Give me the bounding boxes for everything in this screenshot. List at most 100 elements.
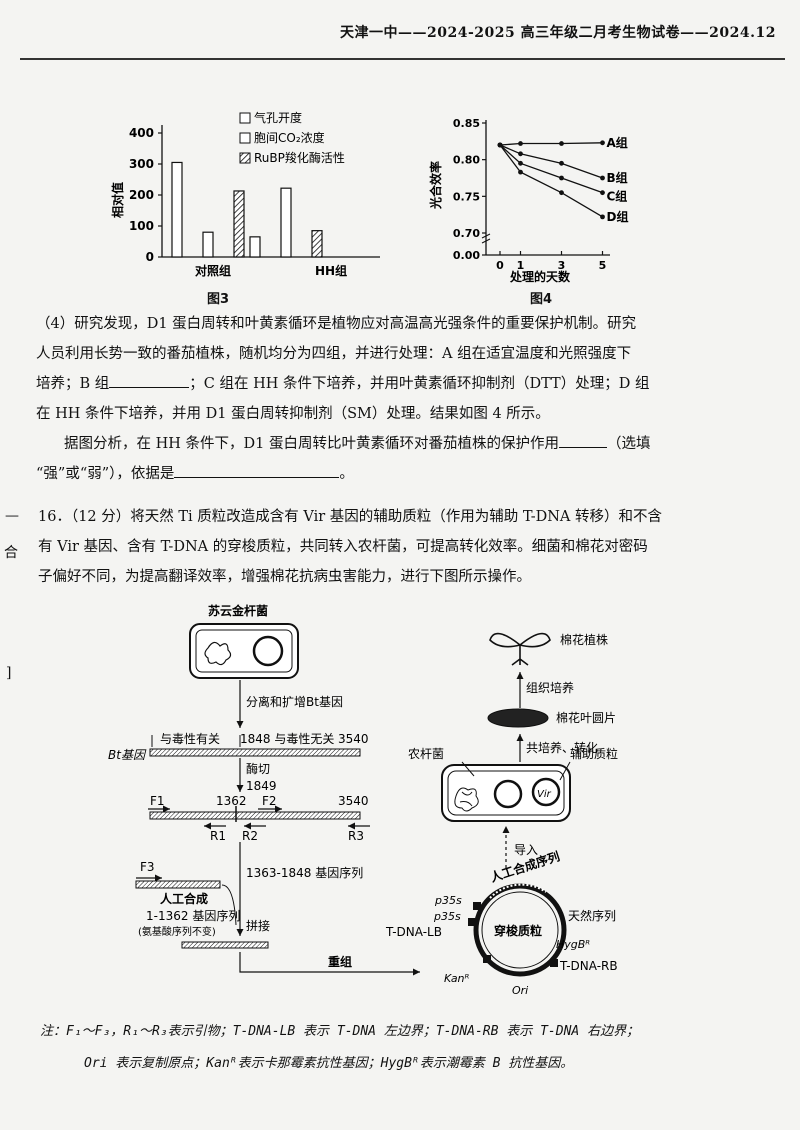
q16-line1: 16．（12 分）将天然 Ti 质粒改造成含有 Vir 基因的辅助质粒（作用为辅… xyxy=(38,509,662,525)
fig3-bar-1-1 xyxy=(280,187,292,258)
n1362-label: 1362 xyxy=(216,794,247,808)
vir-label: Vir xyxy=(537,789,552,800)
fig4-point-2-2 xyxy=(559,175,564,181)
fig3-ytick-0: 0 xyxy=(146,250,154,264)
spliced-gene-bar xyxy=(181,941,269,949)
fig3-caption: 图3 xyxy=(207,292,230,307)
q16-line2: 有 Vir 基因、含有 T-DNA 的穿梭质粒，共同转入农杆菌，可提高转化效率。… xyxy=(38,539,648,555)
recombine-label: 重组 xyxy=(328,954,352,969)
fig4-series-label-1: B组 xyxy=(607,170,628,185)
fig3-xcat-0: 对照组 xyxy=(195,263,231,278)
plasmid-icon xyxy=(252,635,284,667)
hyg-label: HygBᴿ xyxy=(556,938,590,951)
fig4-point-2-1 xyxy=(518,160,523,166)
fig4-point-2-3 xyxy=(600,190,605,196)
fig4-series-2 xyxy=(499,144,603,194)
fig3-bar-0-1 xyxy=(202,231,214,258)
fig4-ytick-3: 0.80 xyxy=(453,154,480,167)
fig3-ylabel: 相对值 xyxy=(110,182,125,218)
primer-r1: R1 xyxy=(210,829,226,843)
artificial-label: 人工合成 xyxy=(160,891,208,906)
fig4-series-0 xyxy=(499,142,603,146)
fig4-point-3-2 xyxy=(559,190,564,196)
answer-blank-b[interactable] xyxy=(109,373,190,388)
seq-1363-label: 1363-1848 基因序列 xyxy=(246,865,363,880)
fig3-ytick-4: 400 xyxy=(129,126,154,140)
end-3540-label: 3540 xyxy=(338,732,369,746)
answer-blank-strength[interactable] xyxy=(558,433,607,448)
fig4-point-1-2 xyxy=(559,160,564,166)
tdna-lb-label: T-DNA-LB xyxy=(385,925,442,939)
fig4-series-label-3: D组 xyxy=(607,209,629,224)
leaf-disc-icon xyxy=(487,708,549,728)
enzyme-cut-label: 酶切 xyxy=(246,761,270,776)
fig4-point-3-3 xyxy=(600,214,605,220)
helper-label: 辅助质粒 xyxy=(570,746,618,761)
fig3-xcat-1: HH组 xyxy=(315,263,347,278)
leaf-disc-label: 棉花叶圆片 xyxy=(556,710,616,725)
header-divider xyxy=(20,58,785,60)
p35s-2-label: p35s xyxy=(433,910,461,923)
bacterium-label: 苏云金杆菌 xyxy=(208,603,268,618)
q4-line2: 人员利用长势一致的番茄植株，随机均分为四组，并进行处理：A 组在适宜温度和光照强… xyxy=(36,346,632,362)
fig3-legend-1: 胞间CO₂浓度 xyxy=(254,130,325,145)
fig4-point-1-1 xyxy=(518,151,523,157)
fig4-xtick-0: 0 xyxy=(496,259,504,272)
bt-gene-label: Bt基因 xyxy=(108,748,147,762)
fig4-point-0-3 xyxy=(600,140,605,146)
q16-line3: 子偏好不同，为提高翻译效率，增强棉花抗病虫害能力，进行下图所示操作。 xyxy=(38,569,531,585)
note-line1: 注：F₁～F₃，R₁～R₃表示引物；T-DNA-LB 表示 T-DNA 左边界；… xyxy=(40,1024,640,1039)
tissue-culture-label: 组织培养 xyxy=(526,680,574,695)
fig3-bar-1-2 xyxy=(311,230,323,258)
fig4-series-label-2: C组 xyxy=(607,189,628,204)
fig4-point-3-1 xyxy=(518,169,523,175)
fig4-point-0-1 xyxy=(518,141,523,146)
splice-label: 拼接 xyxy=(246,918,270,933)
fig4-ylabel: 光合效率 xyxy=(428,161,443,210)
synthetic-seq-bar xyxy=(135,880,221,889)
fig4-ytick-2: 0.75 xyxy=(453,190,480,203)
agro-label: 农杆菌 xyxy=(408,747,444,761)
q4-line4: 在 HH 条件下培养，并用 D1 蛋白周转抑制剂（SM）处理。结果如图 4 所示… xyxy=(36,406,550,422)
n3540b-label: 3540 xyxy=(338,794,369,808)
answer-blank-reason[interactable] xyxy=(174,463,340,478)
fig3-ytick-3: 300 xyxy=(129,157,154,171)
fig4-caption: 图4 xyxy=(530,292,553,307)
fig3-ytick-1: 100 xyxy=(129,219,154,233)
fig4-xtick-1: 1 xyxy=(517,259,525,272)
fig3-bar-chart: 相对值 0 100 200 300 400 对照组 HH组 气孔开度 胞间CO₂浓度 R… xyxy=(110,110,380,278)
margin-mark-3: ] xyxy=(6,665,12,681)
fig4-ytick-4: 0.85 xyxy=(453,117,480,130)
primer-r3: R3 xyxy=(348,829,364,843)
fig4-series-label-0: A组 xyxy=(607,135,628,150)
fig3-bar-0-0 xyxy=(171,161,183,258)
fig3-legend-2: RuBP羧化酶活性 xyxy=(254,150,345,165)
ori-label: Ori xyxy=(512,984,528,997)
virulence-label: 与毒性有关 xyxy=(160,732,220,746)
natural-seq-label: 天然序列 xyxy=(568,908,616,923)
cotton-plant-label: 棉花植株 xyxy=(560,632,608,647)
genetic-engineering-diagram: 苏云金杆菌 分离和扩增Bt基因 与毒性有关 1848 与毒性无关 3540 Bt… xyxy=(108,603,618,997)
fig3-legend-0: 气孔开度 xyxy=(254,110,302,125)
question-4: （4）研究发现，D1 蛋白周转和叶黄素循环是植物应对高温高光强条件的重要保护机制… xyxy=(36,309,736,489)
margin-mark-2: 合 xyxy=(4,545,18,561)
coculture-label: 共培养、转化 xyxy=(526,740,598,755)
fig3-bar-0-2 xyxy=(233,190,245,258)
fig3-ytick-2: 200 xyxy=(129,188,154,202)
q4-line1: （4）研究发现，D1 蛋白周转和叶黄素循环是植物应对高温高光强条件的重要保护机制… xyxy=(36,316,637,332)
note-line2: Ori 表示复制原点；Kanᴿ表示卡那霉素抗性基因；HygBᴿ表示潮霉素 B 抗… xyxy=(84,1056,574,1071)
chromosome-icon xyxy=(204,641,232,666)
n1849-label: 1849 xyxy=(246,779,277,793)
cut-gene-bar xyxy=(149,811,361,820)
question-16: 16．（12 分）将天然 Ti 质粒改造成含有 Vir 基因的辅助质粒（作用为辅… xyxy=(38,502,738,592)
fig4-point-0-2 xyxy=(559,141,564,146)
bt-gene-bar xyxy=(149,748,361,757)
agro-chromosome-icon xyxy=(454,787,479,812)
fig4-point-3-0 xyxy=(497,142,503,148)
fig4-point-1-3 xyxy=(600,175,605,181)
nonvirulence-label: 1848 与毒性无关 xyxy=(240,732,334,746)
margin-mark-1: — xyxy=(5,508,19,524)
primer-f3: F3 xyxy=(140,860,155,874)
primer-f2: F2 xyxy=(262,794,277,808)
fig4-ytick-1: 0.70 xyxy=(453,227,480,240)
